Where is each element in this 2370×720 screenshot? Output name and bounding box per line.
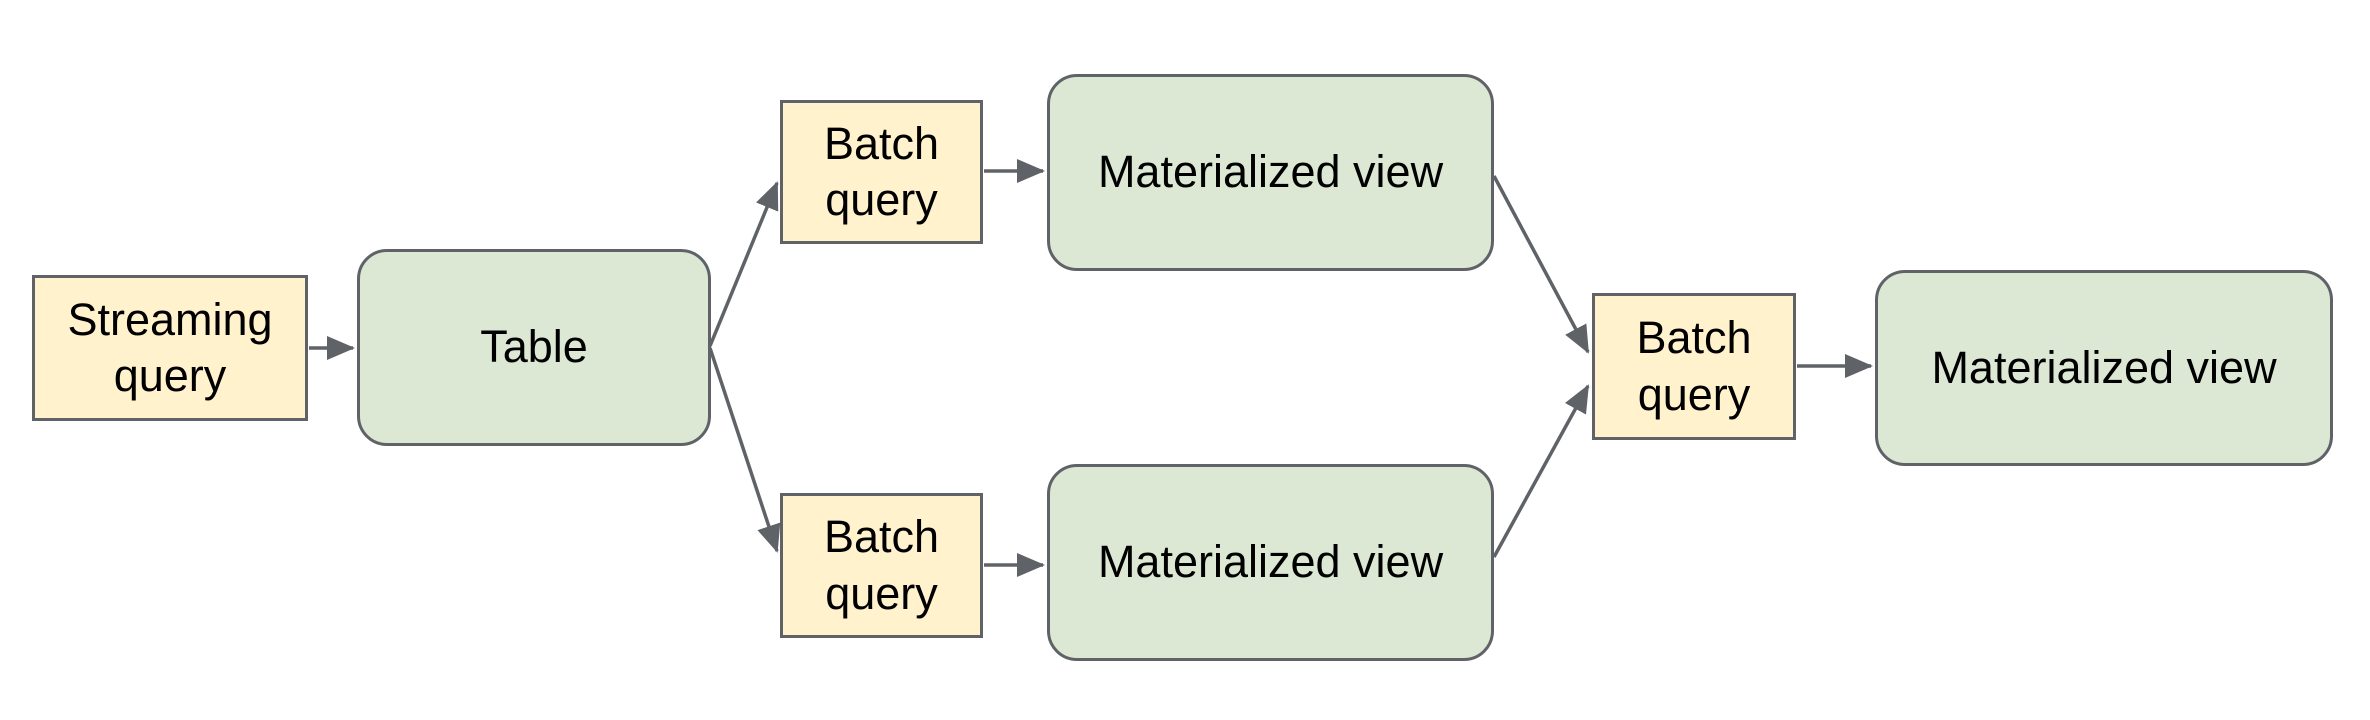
node-table: Table [357, 249, 711, 446]
edge-table-to-batch-bottom [708, 347, 781, 553]
node-streaming-query-label: Streaming query [67, 293, 273, 401]
edge-table-to-batch-top [708, 181, 779, 347]
node-materialized-view-final-label: Materialized view [1931, 341, 2277, 393]
node-materialized-view-top: Materialized view [1047, 74, 1494, 271]
node-materialized-view-final: Materialized view [1875, 270, 2333, 466]
node-batch-query-top: Batch query [780, 100, 983, 244]
edge-mv-top-to-batch-right [1492, 175, 1590, 354]
node-materialized-view-bottom: Materialized view [1047, 464, 1494, 661]
node-batch-query-right-label: Batch query [1636, 312, 1752, 420]
edge-mv-bottom-to-batch-right [1492, 384, 1590, 558]
node-batch-query-right: Batch query [1592, 293, 1796, 440]
node-materialized-view-bottom-label: Materialized view [1097, 536, 1444, 588]
node-materialized-view-top-label: Materialized view [1097, 146, 1444, 198]
node-table-label: Table [480, 321, 588, 373]
node-batch-query-bottom-label: Batch query [823, 511, 940, 619]
node-batch-query-top-label: Batch query [823, 117, 940, 225]
node-streaming-query: Streaming query [32, 275, 308, 421]
node-batch-query-bottom: Batch query [780, 493, 983, 638]
